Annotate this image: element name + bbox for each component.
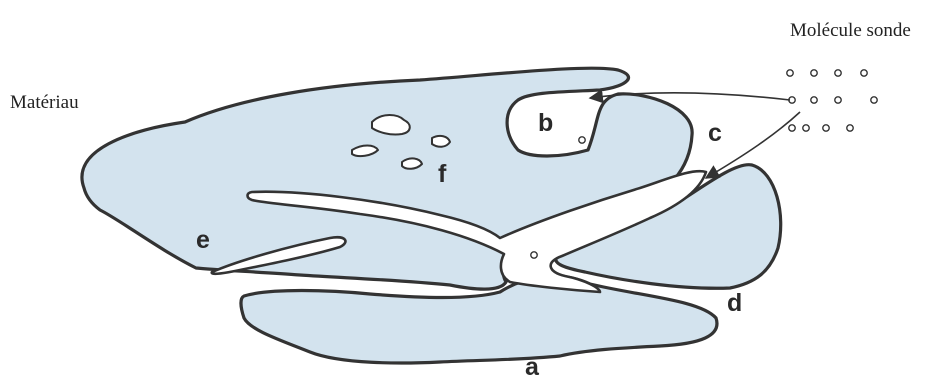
probe-molecule-2 — [811, 70, 817, 76]
probe-molecule-in-junction — [531, 252, 537, 258]
probe-molecule-12 — [847, 125, 853, 131]
pore-label-e: e — [196, 226, 210, 254]
pore-label-b: b — [538, 109, 553, 137]
pore-label-f: f — [438, 160, 447, 188]
probe-molecule-9 — [789, 125, 795, 131]
probe-molecule-10 — [803, 125, 809, 131]
pore-label-a: a — [525, 353, 540, 376]
pore-f-cavity-4 — [402, 158, 422, 168]
label-material: Matériau — [10, 92, 79, 113]
probe-molecule-8 — [871, 97, 877, 103]
pore-label-d: d — [727, 289, 742, 317]
probe-molecule-3 — [835, 70, 841, 76]
pore-label-c: c — [708, 119, 722, 147]
probe-molecule-7 — [835, 97, 841, 103]
probe-molecule-11 — [823, 125, 829, 131]
probe-molecule-6 — [811, 97, 817, 103]
label-probe-molecule: Molécule sonde — [790, 20, 911, 41]
pore-f-cavity-2 — [432, 136, 450, 147]
probe-molecule-cluster — [787, 70, 877, 131]
probe-molecule-in-pore-b — [579, 137, 585, 143]
probe-molecule-1 — [787, 70, 793, 76]
probe-molecule-4 — [861, 70, 867, 76]
